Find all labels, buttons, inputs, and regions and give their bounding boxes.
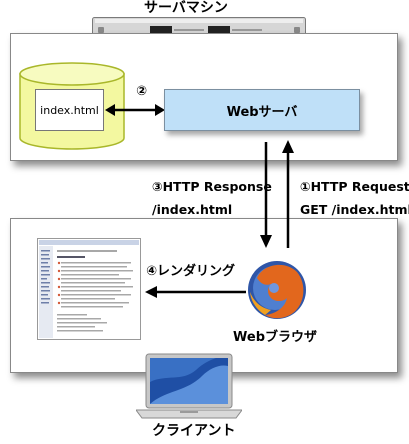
http-request-label: ①HTTP Request [300, 179, 409, 194]
index-html-file-label: index.html [40, 103, 99, 117]
webpage-thumbnail-icon [37, 238, 141, 340]
response-arrowhead [260, 235, 272, 248]
client-title: クライアント [152, 423, 236, 439]
http-response-path: /index.html [152, 202, 233, 217]
index-html-file: index.html [35, 89, 104, 131]
http-response-label: ③HTTP Response [152, 179, 272, 194]
browser-globe-icon [248, 261, 306, 319]
http-arrows [260, 140, 294, 248]
step2-label: ② [136, 84, 148, 99]
request-arrowhead [282, 140, 294, 153]
laptop-icon [136, 353, 242, 419]
rendering-label: ④レンダリング [146, 264, 236, 279]
web-server-label: Webサーバ [226, 104, 298, 120]
double-arrow-file-server [105, 104, 165, 116]
server-machine-title: サーバマシン [144, 0, 228, 16]
browser-label: Webブラウザ [233, 330, 317, 345]
rendering-arrow [145, 286, 246, 298]
http-request-path: GET /index.html [300, 202, 409, 217]
web-server-box: Webサーバ [164, 89, 360, 131]
